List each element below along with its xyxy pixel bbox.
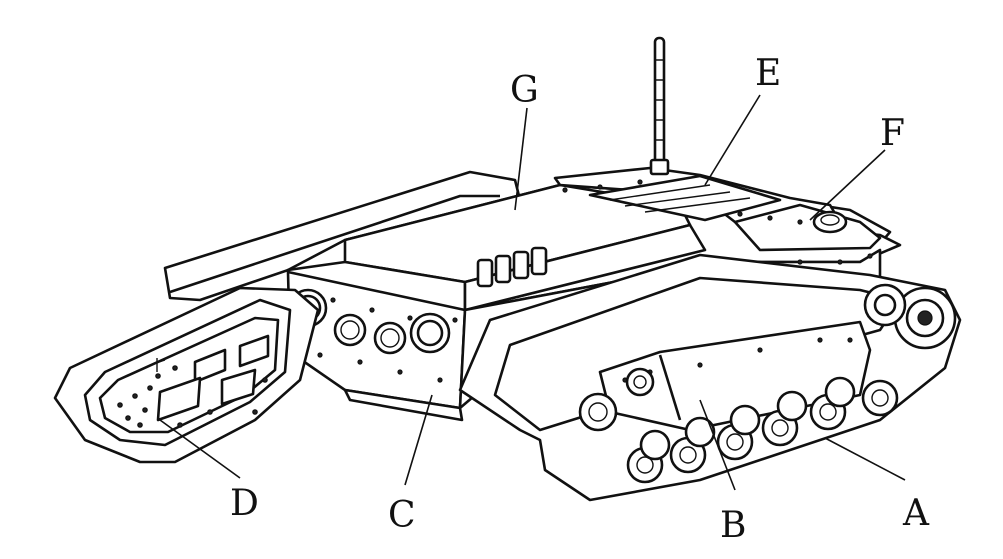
front-left-flipper — [53, 286, 320, 464]
label-f: F — [880, 113, 905, 154]
label-g: G — [510, 70, 539, 111]
road-wheels — [578, 367, 899, 484]
leader-a — [824, 437, 906, 481]
leader-g — [514, 107, 528, 211]
leader-c — [404, 394, 433, 486]
label-b: B — [720, 505, 746, 546]
label-a: A — [902, 493, 930, 534]
antenna — [649, 36, 670, 176]
leader-b — [699, 399, 736, 491]
leader-lines — [159, 94, 906, 491]
lid-vent-slots — [476, 246, 548, 288]
label-c: C — [388, 495, 416, 536]
leader-f — [809, 149, 886, 221]
drive-sprocket — [863, 283, 957, 350]
flipper-side-plate — [98, 316, 280, 434]
leader-e — [704, 94, 761, 186]
label-d: D — [230, 483, 259, 524]
right-track-assembly — [458, 253, 962, 502]
label-e: E — [755, 53, 781, 94]
leader-d — [159, 419, 241, 479]
